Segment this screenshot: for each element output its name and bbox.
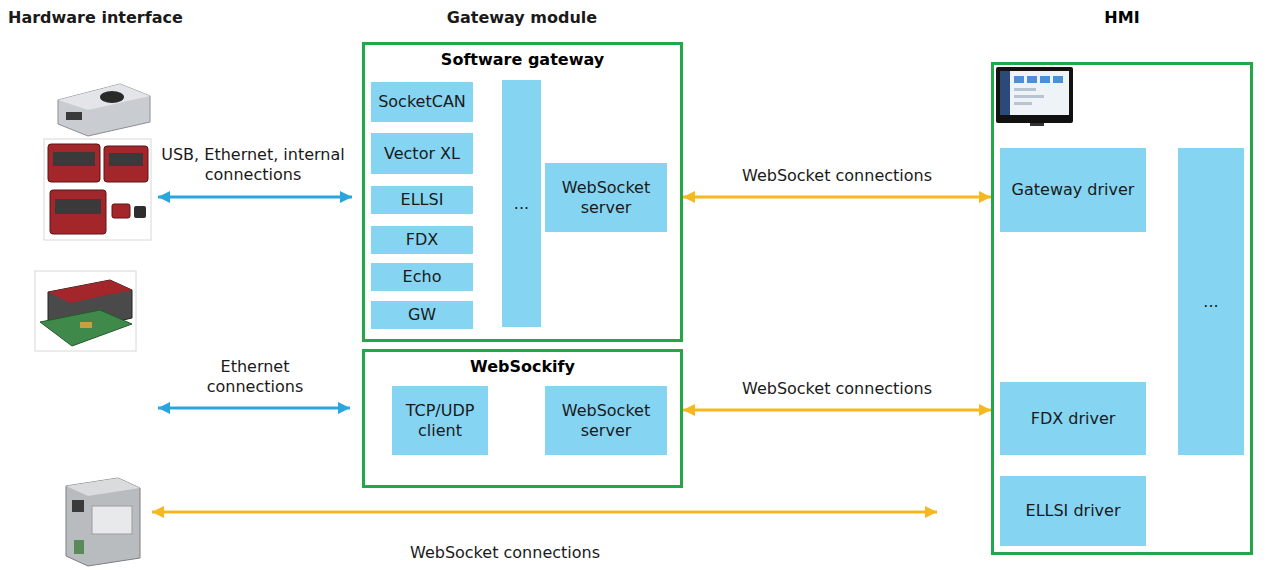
hmi-monitor — [996, 67, 1073, 126]
component-box: WebSocket server — [545, 386, 667, 455]
component-label: ELLSI driver — [1026, 501, 1121, 520]
ethernet-arrow — [158, 407, 350, 410]
device-body — [58, 84, 150, 136]
screen-tile — [1027, 76, 1037, 83]
component-label: FDX driver — [1031, 409, 1116, 428]
component-box: FDX — [371, 226, 473, 254]
component-label: FDX — [406, 230, 438, 249]
module-heading: Software gateway — [365, 50, 680, 69]
circuit-board — [40, 310, 132, 346]
component-label: Gateway driver — [1012, 180, 1135, 199]
hardware-device-group — [44, 139, 151, 240]
module-heading: HMI — [994, 8, 1250, 27]
component-box: TCP/UDP client — [392, 386, 488, 455]
module-frame: HMIGateway driverFDX driverELLSI driver.… — [991, 62, 1253, 555]
websocket-connector — [683, 196, 991, 199]
usb-ethernet-arrow — [158, 196, 352, 199]
connector-label: WebSocket connections — [739, 166, 935, 186]
connection-label: WebSocket connections — [410, 543, 600, 563]
module-frame: Software gatewaySocketCAN Vector XL ELLSI F… — [362, 42, 683, 342]
screen-tile — [1040, 76, 1050, 83]
screen-sidebar — [1000, 71, 1010, 115]
column-heading: Gateway module — [447, 8, 597, 28]
connector-label: WebSocket connections — [739, 379, 935, 399]
component-label: ELLSI — [401, 190, 444, 209]
device-fan — [100, 91, 124, 103]
image-frame — [44, 139, 151, 240]
component-box: ... — [1178, 148, 1244, 455]
image-frame — [35, 271, 136, 351]
device-body — [50, 190, 106, 234]
connection-label: USB, Ethernet, internal connections — [138, 145, 368, 185]
device-port — [72, 500, 84, 512]
component-label: WebSocket server — [551, 401, 661, 439]
component-label: GW — [408, 305, 436, 324]
screen-line — [1014, 102, 1032, 105]
component-box: ELLSI — [371, 186, 473, 214]
component-label: WebSocket server — [551, 178, 661, 216]
screen-line — [1014, 95, 1044, 98]
device-panel — [53, 152, 95, 166]
device-top — [48, 280, 132, 303]
device-body — [112, 204, 130, 218]
column-heading: Hardware interface — [8, 8, 183, 28]
component-box: Echo — [371, 263, 473, 291]
device-panel — [55, 199, 101, 214]
component-box: FDX driver — [1000, 382, 1146, 455]
hardware-device — [58, 84, 150, 136]
component-label: Echo — [403, 267, 442, 286]
component-box: SocketCAN — [371, 82, 473, 122]
hardware-device — [66, 478, 140, 566]
device-body — [66, 478, 140, 566]
device-led — [74, 540, 84, 554]
device-body — [134, 206, 146, 218]
component-label: ... — [1203, 292, 1218, 311]
device-label — [92, 506, 132, 534]
screen-line — [1014, 88, 1036, 91]
board-chip — [80, 322, 92, 328]
component-label: ... — [514, 194, 529, 213]
websocket-connector — [683, 409, 991, 412]
component-box: Gateway driver — [1000, 148, 1146, 232]
websocket-arrow — [152, 511, 937, 514]
screen-tile — [1053, 76, 1063, 83]
component-box: Vector XL — [371, 133, 473, 174]
component-box: GW — [371, 301, 473, 329]
device-top — [58, 84, 150, 110]
module-frame: WebSockifyTCP/UDP client WebSocket server — [362, 349, 683, 488]
component-label: SocketCAN — [378, 92, 466, 111]
module-heading: WebSockify — [365, 357, 680, 376]
monitor-bezel — [996, 67, 1073, 123]
device-body — [104, 146, 148, 182]
device-body — [48, 144, 100, 182]
hardware-device — [35, 271, 136, 351]
monitor-stand — [1030, 123, 1044, 126]
component-label: Vector XL — [384, 144, 460, 163]
connection-label: Ethernet connections — [185, 357, 325, 397]
device-panel — [109, 153, 143, 166]
device-port — [66, 112, 82, 120]
component-box: ELLSI driver — [1000, 476, 1146, 546]
component-box: ... — [502, 80, 541, 327]
monitor-screen — [1000, 71, 1069, 115]
component-box: WebSocket server — [545, 163, 667, 232]
screen-tile — [1014, 76, 1024, 83]
device-top — [66, 478, 140, 496]
component-label: TCP/UDP client — [398, 401, 482, 439]
